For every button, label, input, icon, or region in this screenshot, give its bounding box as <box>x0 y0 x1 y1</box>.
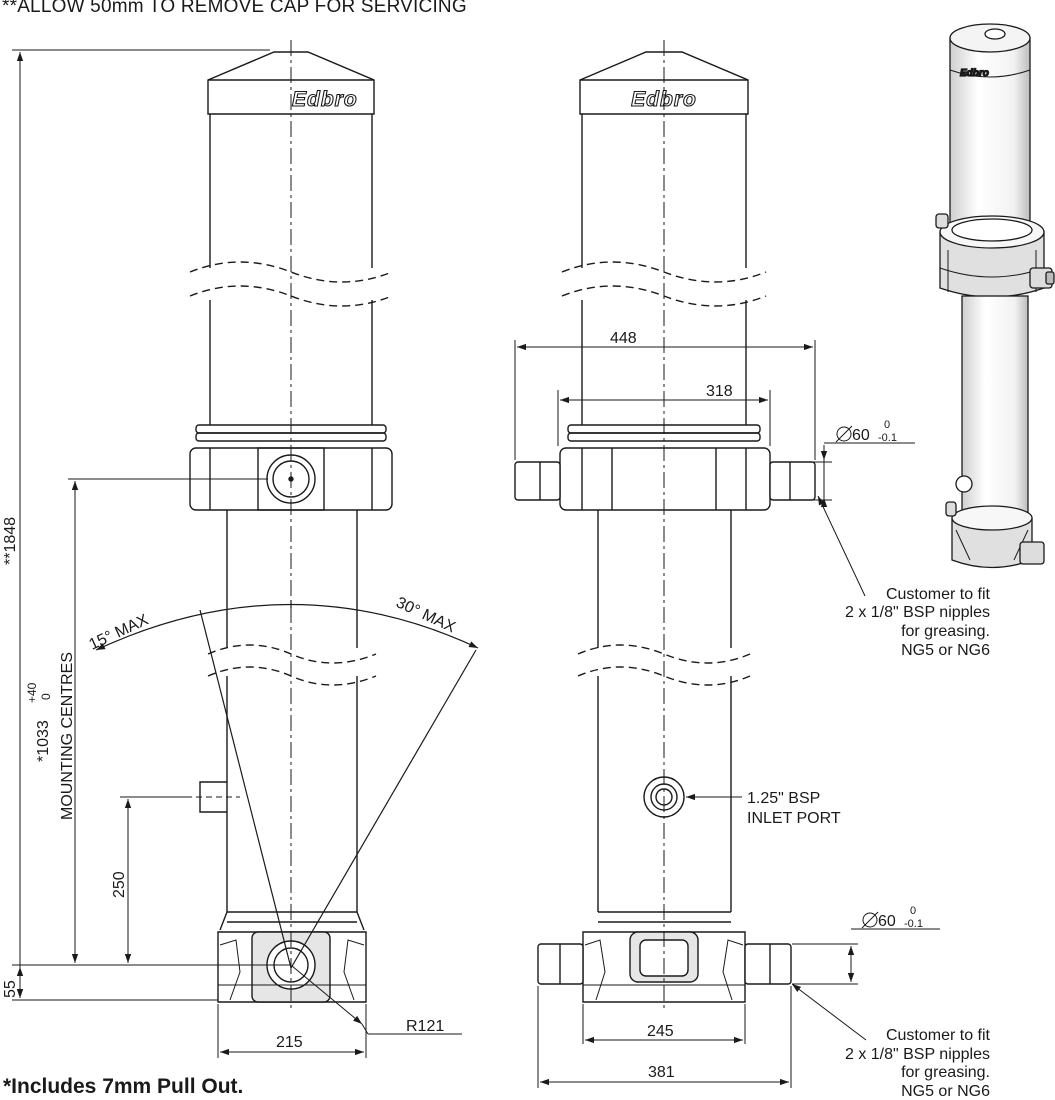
dia-upper-tol-upper: 0 <box>884 419 890 431</box>
mounting-centres-dimension <box>68 478 268 963</box>
swing-angle-geometry <box>95 600 479 969</box>
svg-text:NG5 or NG6: NG5 or NG6 <box>901 642 990 659</box>
diameter-lower-dimension <box>792 911 940 985</box>
dia-lower-value: 60 <box>878 913 896 930</box>
inlet-port-note: 1.25" BSP INLET PORT <box>747 790 841 827</box>
mounting-centres-label: MOUNTING CENTRES <box>59 652 76 820</box>
width-245-value: 245 <box>647 1023 674 1040</box>
front-view <box>514 51 816 1003</box>
width-448-dimension <box>514 340 816 460</box>
side-view <box>186 51 393 1003</box>
front-collar <box>559 447 771 511</box>
offset-250-dimension <box>120 796 186 963</box>
front-trunnion-right <box>769 461 816 501</box>
iso-view: Edbro <box>935 23 1055 569</box>
mounting-tol-lower: 0 <box>39 693 53 700</box>
angle-15-label: 15° MAX <box>87 611 152 653</box>
grease-leader-lower <box>791 983 867 1041</box>
svg-text:2 x 1/8" BSP nipples: 2 x 1/8" BSP nipples <box>845 1046 990 1063</box>
width-245-dimension <box>582 1004 746 1044</box>
grease-leader-upper <box>817 495 866 597</box>
mounting-tol-upper: +40 <box>25 682 39 703</box>
dia-upper-value: 60 <box>852 427 870 444</box>
svg-text:NG5 or NG6: NG5 or NG6 <box>901 1083 990 1100</box>
base-width-value: 215 <box>276 1034 303 1051</box>
side-brand: Edbro <box>292 88 358 111</box>
grease-note-upper: Customer to fit 2 x 1/8" BSP nipples for… <box>845 586 991 659</box>
offset-250-value: 250 <box>111 871 128 898</box>
diameter-upper-dimension <box>792 425 915 507</box>
mounting-centres-value: *1033 <box>35 720 52 762</box>
svg-text:INLET PORT: INLET PORT <box>747 810 841 827</box>
svg-text:1.25" BSP: 1.25" BSP <box>747 790 820 807</box>
front-trunnion-left <box>514 461 561 501</box>
dia-upper-tol-lower: -0.1 <box>878 432 897 444</box>
svg-text:for greasing.: for greasing. <box>901 1064 990 1081</box>
pullout-note: *Includes 7mm Pull Out. <box>3 1075 244 1098</box>
svg-text:Customer to fit: Customer to fit <box>886 586 991 603</box>
svg-text:Customer to fit: Customer to fit <box>886 1027 991 1044</box>
offset-55-value: 55 <box>2 980 19 998</box>
iso-brand: Edbro <box>960 68 989 79</box>
angle-30-label: 30° MAX <box>393 594 458 636</box>
width-318-dimension <box>557 390 771 446</box>
offset-55-dimension <box>12 964 290 998</box>
grease-note-lower: Customer to fit 2 x 1/8" BSP nipples for… <box>845 1027 991 1100</box>
width-381-value: 381 <box>648 1064 675 1081</box>
width-318-value: 318 <box>706 383 733 400</box>
width-381-dimension <box>537 986 792 1088</box>
dia-lower-tol-lower: -0.1 <box>904 918 923 930</box>
front-base-trunnion-right <box>744 943 792 985</box>
width-448-value: 448 <box>610 330 637 347</box>
servicing-note: **ALLOW 50mm TO REMOVE CAP FOR SERVICING <box>2 0 467 17</box>
svg-text:2 x 1/8" BSP nipples: 2 x 1/8" BSP nipples <box>845 604 990 621</box>
svg-text:for greasing.: for greasing. <box>901 623 990 640</box>
radius-value: R121 <box>406 1018 444 1035</box>
dia-lower-tol-upper: 0 <box>910 905 916 917</box>
radius-leader <box>291 965 462 1035</box>
overall-length-value: **1848 <box>2 517 19 565</box>
overall-length-dimension <box>12 49 270 1001</box>
